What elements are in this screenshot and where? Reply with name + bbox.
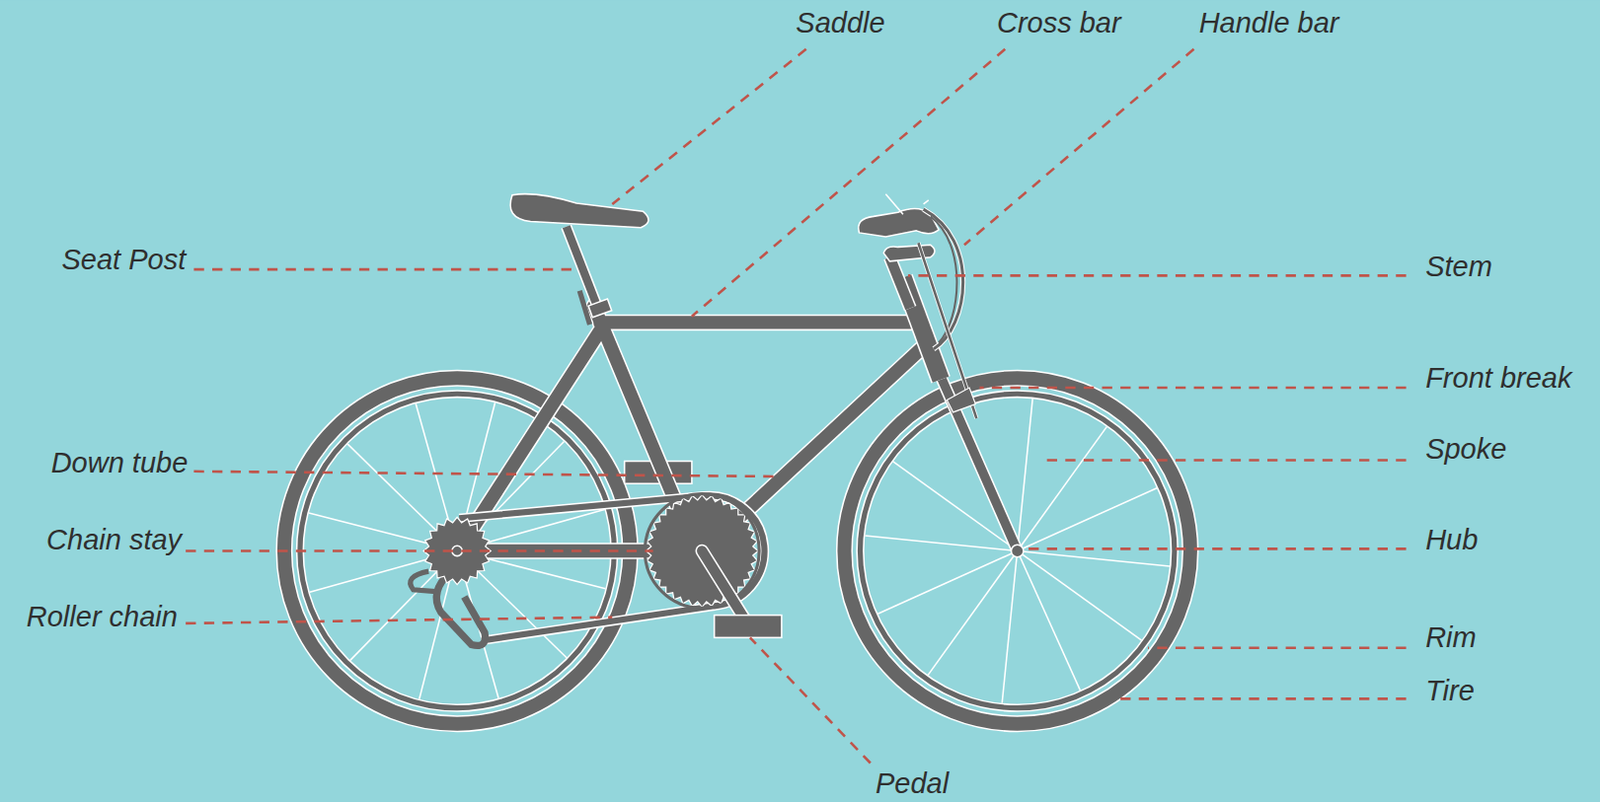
crank bbox=[701, 550, 749, 624]
stem bbox=[889, 257, 911, 309]
part-label: Front break bbox=[1423, 363, 1574, 395]
leader-line bbox=[193, 268, 577, 272]
brake-rod-outline bbox=[917, 242, 977, 419]
seat-lever bbox=[579, 291, 590, 325]
spoke bbox=[1017, 488, 1157, 552]
spoke bbox=[1017, 550, 1170, 566]
spoke bbox=[877, 550, 1017, 614]
handle-bar-front bbox=[883, 244, 935, 262]
leader-line bbox=[750, 637, 871, 763]
part-label: Hub bbox=[1423, 525, 1480, 557]
pedal bbox=[714, 615, 782, 639]
leader-line bbox=[193, 471, 775, 477]
leader-line bbox=[185, 617, 612, 624]
spoke bbox=[1017, 398, 1033, 551]
spoke bbox=[1001, 550, 1017, 703]
tire bbox=[837, 370, 1199, 732]
spoke bbox=[1017, 550, 1081, 690]
leader-line bbox=[1020, 547, 1407, 551]
part-label: Pedal bbox=[873, 768, 951, 801]
hub bbox=[1010, 544, 1023, 557]
leader-lines bbox=[185, 49, 1406, 764]
seat-clamp bbox=[588, 299, 612, 318]
spoke bbox=[864, 535, 1017, 551]
leader-line bbox=[964, 49, 1195, 245]
leader-line bbox=[1112, 697, 1407, 701]
leader-line bbox=[611, 49, 806, 205]
brake-lever bbox=[885, 194, 928, 216]
fork bbox=[936, 367, 1018, 551]
stem-outline bbox=[889, 257, 911, 309]
part-label: Stem bbox=[1423, 251, 1495, 284]
crank-outline bbox=[701, 550, 749, 624]
rear-hub bbox=[452, 545, 462, 556]
part-label: Seat Post bbox=[59, 244, 188, 277]
leader-line bbox=[979, 386, 1406, 390]
part-label: Down tube bbox=[49, 448, 191, 480]
derailleur bbox=[436, 571, 485, 646]
leader-line bbox=[1147, 646, 1407, 650]
spoke bbox=[927, 550, 1018, 676]
fork-outline bbox=[936, 367, 1018, 551]
part-label: Rim bbox=[1423, 622, 1479, 655]
tire-inner bbox=[851, 385, 1183, 717]
saddle bbox=[510, 194, 649, 229]
part-label: Handle bar bbox=[1197, 7, 1342, 40]
front-wheel bbox=[837, 370, 1199, 732]
leader-line bbox=[908, 274, 1406, 278]
part-label: Saddle bbox=[793, 7, 887, 40]
part-label: Spoke bbox=[1423, 434, 1509, 466]
spoke bbox=[1017, 550, 1143, 641]
rim-edge bbox=[859, 393, 1174, 708]
front-brake bbox=[946, 387, 976, 413]
rim bbox=[859, 393, 1174, 708]
brake-rod bbox=[917, 242, 977, 419]
spokes bbox=[864, 398, 1170, 704]
leader-line bbox=[1046, 458, 1407, 462]
leader-line bbox=[185, 549, 653, 553]
part-label: Cross bar bbox=[994, 7, 1124, 40]
part-label: Chain stay bbox=[44, 525, 184, 557]
spoke bbox=[1017, 427, 1108, 552]
part-label: Roller chain bbox=[24, 602, 180, 634]
derailleur-cable bbox=[410, 571, 440, 593]
part-label: Tire bbox=[1423, 676, 1477, 708]
